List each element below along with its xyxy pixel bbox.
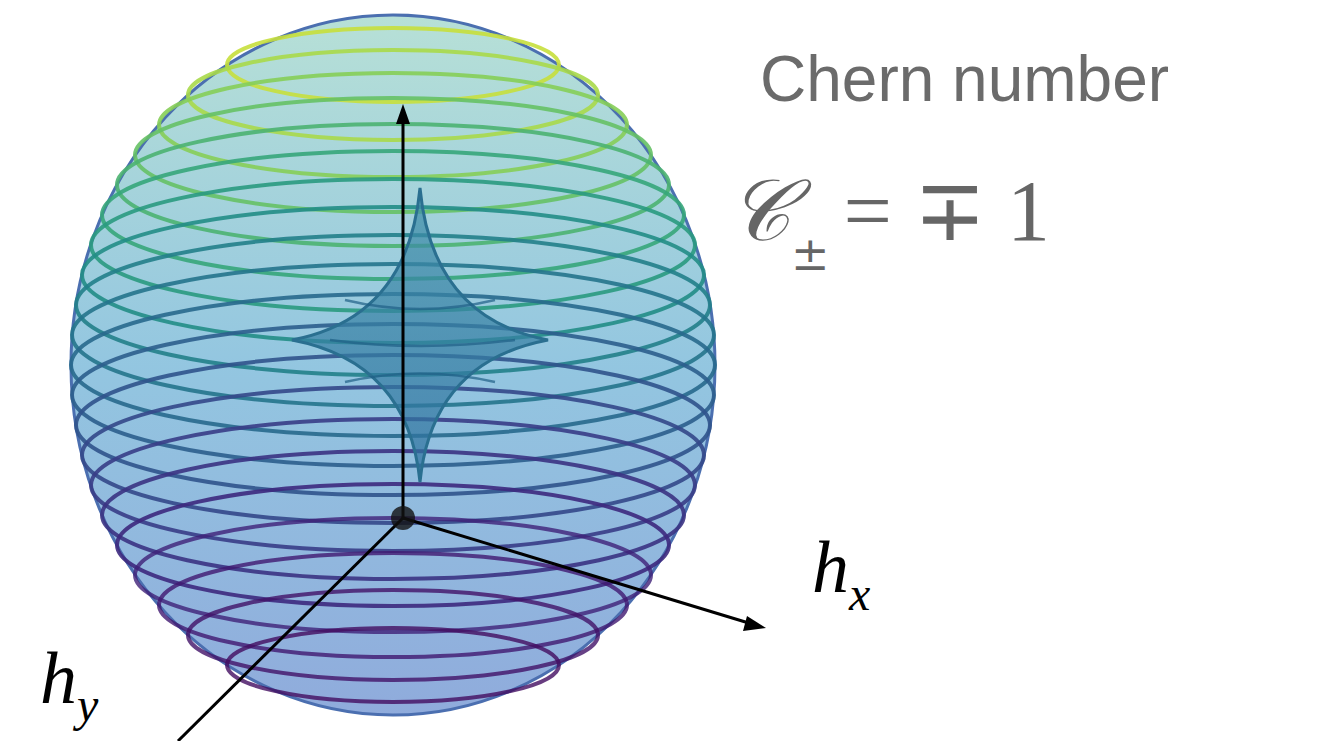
chern-symbol: 𝒞 (728, 160, 791, 260)
title-text: Chern number (760, 42, 1169, 116)
surface (71, 15, 715, 715)
chern-equation: 𝒞±= ∓ 1 (728, 160, 1050, 262)
axes (178, 104, 766, 741)
subscript: x (849, 567, 870, 620)
axis-label-hy: hy (40, 636, 98, 721)
heading-text: Chern number (760, 43, 1169, 115)
axis-symbol: h (40, 637, 77, 719)
axis-label-hx: hx (812, 525, 870, 610)
equation-value: = ∓ 1 (844, 163, 1051, 259)
axis-symbol: h (812, 526, 849, 608)
subscript: y (77, 678, 98, 731)
subscript: ± (791, 227, 830, 281)
